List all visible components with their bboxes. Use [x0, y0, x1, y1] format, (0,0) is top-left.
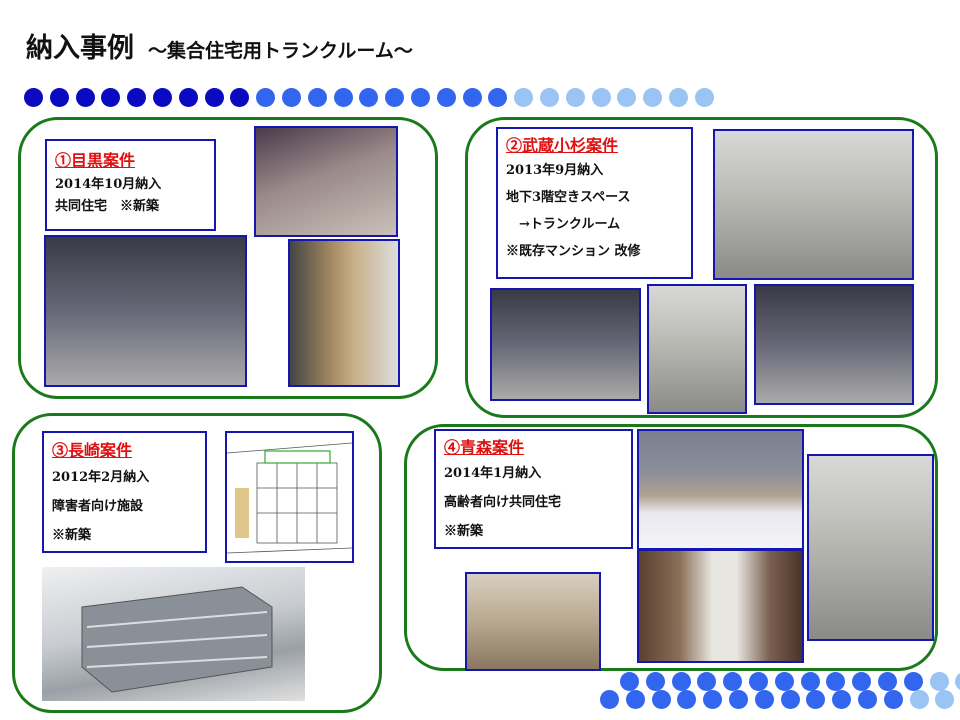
photo-hallway — [465, 572, 601, 671]
photo-storage-unit-open — [807, 454, 934, 641]
decorative-dot — [204, 88, 224, 107]
building-shape — [81, 586, 273, 693]
decorative-dot — [385, 88, 405, 107]
decorative-dot — [591, 88, 611, 107]
decorative-dot — [852, 672, 872, 691]
decorative-dot — [671, 672, 691, 691]
case-line: →トランクルーム — [506, 217, 621, 232]
decorative-dot — [754, 690, 774, 709]
photo-snow-building — [637, 429, 804, 550]
decorative-dot — [230, 88, 250, 107]
decorative-dot — [625, 690, 645, 709]
case-heading: ③長崎案件 — [52, 441, 133, 460]
case-info-meguro: ①目黒案件 2014年10月納入 共同住宅 ※新築 — [45, 139, 216, 231]
decorative-dot — [935, 690, 955, 709]
decorative-dot — [800, 672, 820, 691]
decorative-dot — [359, 88, 379, 107]
decorative-dot — [600, 690, 619, 709]
case-line: 2014年1月納入 — [444, 466, 542, 481]
decorative-dot — [307, 88, 327, 107]
decorative-dot — [643, 88, 663, 107]
decorative-dot — [883, 690, 903, 709]
decorative-dot — [677, 690, 697, 709]
decorative-dot — [858, 690, 877, 709]
decorative-dot — [333, 88, 353, 107]
decorative-dot — [703, 690, 723, 709]
case-line: 共同住宅 ※新築 — [55, 199, 160, 214]
title-sub: ～集合住宅用トランクルーム～ — [148, 40, 413, 62]
decorative-dot — [749, 672, 768, 691]
case-line: ※新築 — [444, 524, 484, 539]
case-line: ※既存マンション 改修 — [506, 244, 641, 259]
decorative-dot — [955, 672, 960, 691]
decorative-dot — [694, 88, 714, 107]
decorative-dot — [723, 672, 743, 691]
case-line: ※新築 — [52, 528, 92, 543]
case-line: 2012年2月納入 — [52, 470, 150, 485]
decorative-dot — [436, 88, 456, 107]
decorative-dot — [514, 88, 534, 107]
decorative-dot — [669, 88, 688, 107]
decorative-dot — [832, 690, 852, 709]
decorative-dot — [411, 88, 430, 107]
decorative-dot — [826, 672, 846, 691]
decorative-dot — [153, 88, 172, 107]
case-heading: ①目黒案件 — [55, 151, 136, 170]
case-panel-nagasaki — [12, 413, 382, 713]
decorative-dot — [256, 88, 276, 107]
decorative-dot — [101, 88, 121, 107]
photo-installation — [288, 239, 400, 387]
decorative-dot — [729, 690, 748, 709]
decorative-dot — [806, 690, 826, 709]
decorative-dot — [488, 88, 508, 107]
decorative-dot — [909, 690, 929, 709]
decorative-dot — [780, 690, 800, 709]
decorative-dot — [645, 672, 665, 691]
decorative-dot — [540, 88, 559, 107]
case-panel-musashikosugi — [465, 117, 938, 418]
floor-plan-lines — [227, 442, 352, 554]
decorative-dot — [24, 88, 43, 107]
case-line: 地下3階空きスペース — [506, 190, 631, 205]
photo-building-night — [254, 126, 398, 237]
page-title: 納入事例 ～集合住宅用トランクルーム～ — [26, 26, 413, 65]
decorative-dot — [903, 672, 923, 691]
photo-storage-doors — [637, 549, 804, 663]
case-panel-meguro — [18, 117, 438, 399]
decorative-dot — [620, 672, 639, 691]
decorative-dot — [651, 690, 671, 709]
case-panel-aomori — [404, 424, 938, 671]
photo-storage-units — [713, 129, 914, 280]
decorative-dot — [282, 88, 301, 107]
case-line: 2014年10月納入 — [55, 177, 162, 192]
decorative-dot — [75, 88, 95, 107]
case-line: 障害者向け施設 — [52, 499, 144, 514]
decorative-dot — [178, 88, 198, 107]
photo-storage-row — [490, 288, 641, 401]
decorative-dot — [878, 672, 897, 691]
decorative-dot — [929, 672, 949, 691]
decorative-dot — [127, 88, 147, 107]
decorative-dot — [697, 672, 717, 691]
floor-plan-drawing — [225, 431, 354, 563]
photo-storage-interior — [647, 284, 747, 414]
case-info-aomori: ④青森案件 2014年1月納入 高齢者向け共同住宅 ※新築 — [434, 429, 633, 549]
decorative-dot — [774, 672, 794, 691]
case-info-musashikosugi: ②武蔵小杉案件 2013年9月納入 地下3階空きスペース →トランクルーム ※既… — [496, 127, 693, 279]
photo-storage-open — [754, 284, 914, 405]
decorative-dot — [565, 88, 585, 107]
decorative-dot — [49, 88, 69, 107]
decorative-dot — [617, 88, 637, 107]
case-heading: ④青森案件 — [444, 438, 525, 457]
photo-storage-corridor — [44, 235, 247, 387]
title-main: 納入事例 — [26, 33, 134, 64]
case-line: 2013年9月納入 — [506, 163, 604, 178]
building-rendering — [42, 567, 305, 701]
case-info-nagasaki: ③長崎案件 2012年2月納入 障害者向け施設 ※新築 — [42, 431, 207, 553]
case-line: 高齢者向け共同住宅 — [444, 495, 562, 510]
decorative-dot — [462, 88, 482, 107]
case-heading: ②武蔵小杉案件 — [506, 136, 619, 155]
